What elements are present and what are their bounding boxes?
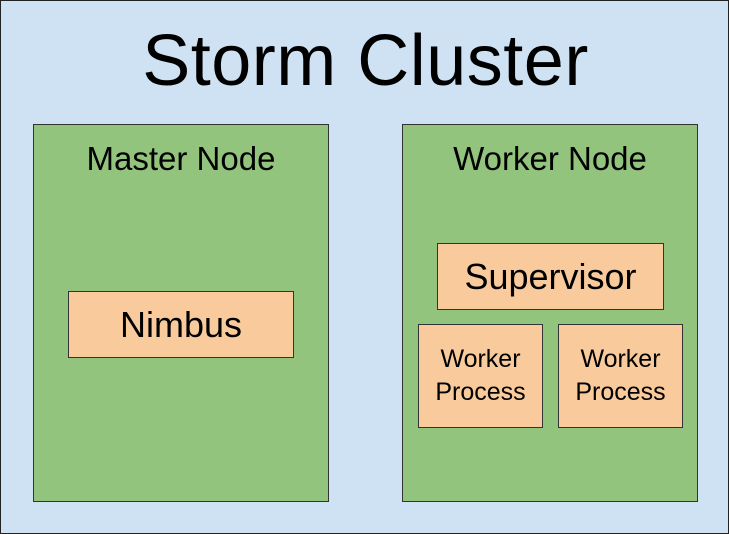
- worker-process-label-2: Worker Process: [575, 345, 666, 406]
- worker-process-box-2: Worker Process: [558, 324, 683, 428]
- worker-process-box-1: Worker Process: [418, 324, 543, 428]
- worker-node: Worker Node Supervisor Worker Process Wo…: [402, 124, 698, 502]
- nimbus-label: Nimbus: [119, 303, 243, 345]
- worker-process-label-1: Worker Process: [435, 345, 526, 406]
- master-node: Master Node Nimbus: [33, 124, 329, 502]
- cluster-title: Storm Cluster: [142, 21, 589, 101]
- worker-node-title: Worker Node: [453, 140, 647, 177]
- nimbus-box: Nimbus: [68, 291, 294, 358]
- master-node-title: Master Node: [86, 140, 276, 177]
- supervisor-box: Supervisor: [437, 243, 664, 310]
- supervisor-label: Supervisor: [464, 255, 637, 297]
